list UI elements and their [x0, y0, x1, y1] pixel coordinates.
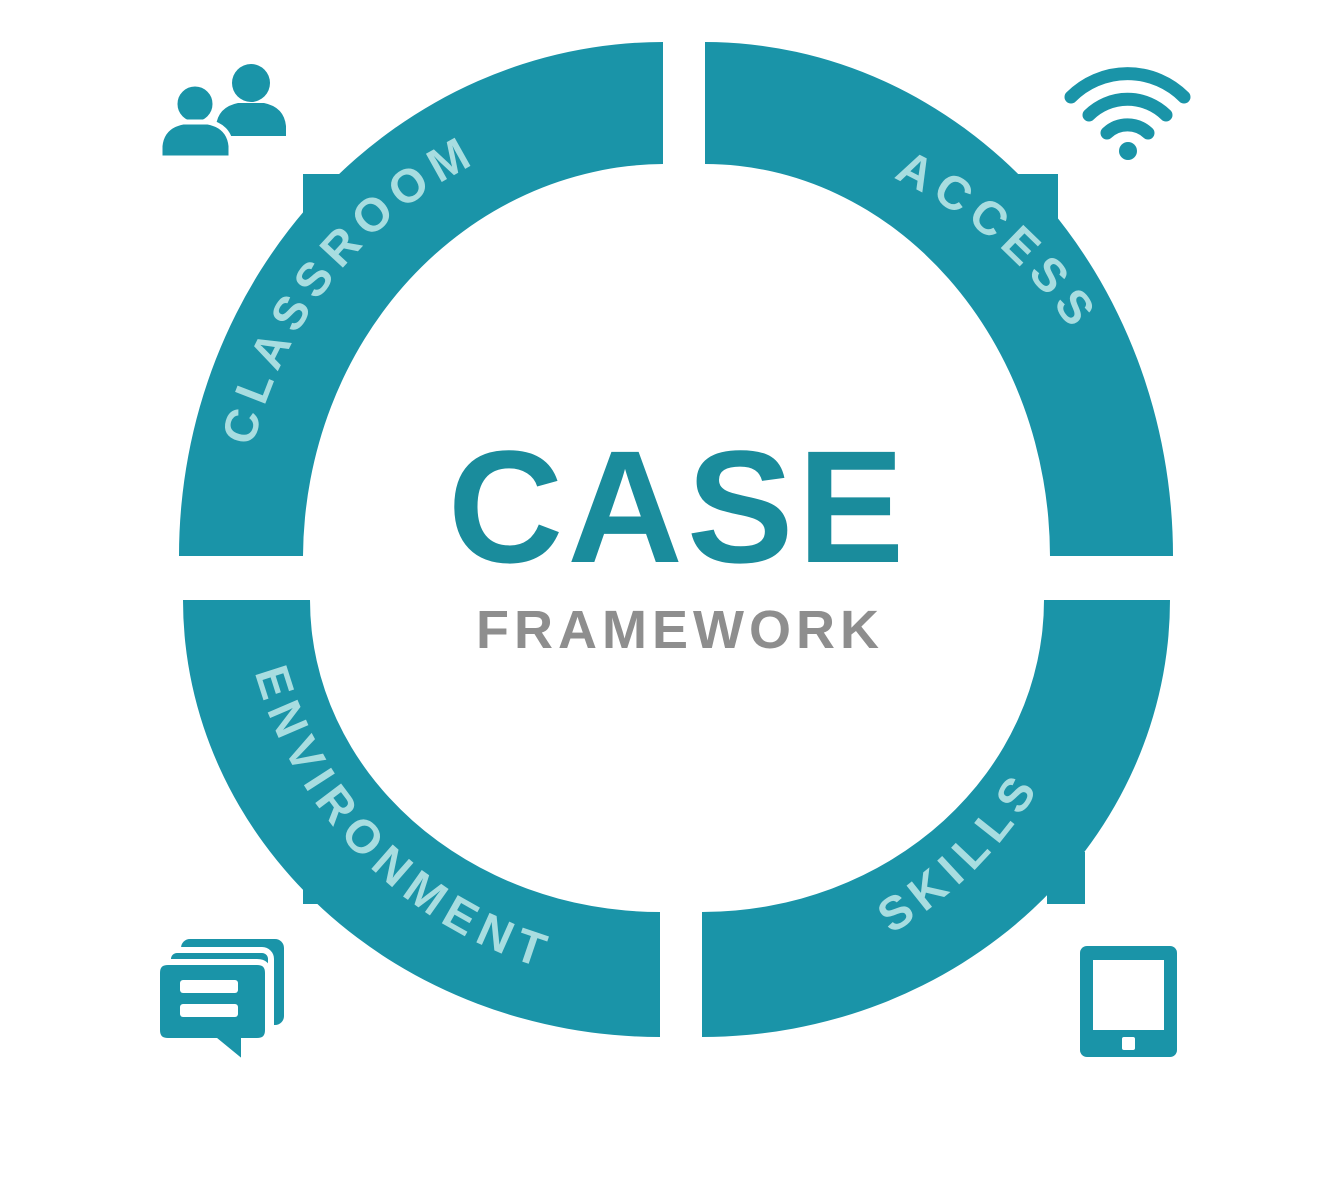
segment-skills-tab: [1047, 852, 1085, 904]
segment-skills[interactable]: [702, 600, 1170, 1037]
segment-environment-tab: [303, 852, 341, 904]
chat-bubbles-icon: [154, 939, 284, 1071]
wifi-dot-icon: [1119, 142, 1137, 160]
segment-classroom-tab: [303, 174, 343, 232]
segment-access-tab: [1018, 174, 1058, 232]
segment-access[interactable]: [705, 42, 1173, 556]
diagram-title: CASE: [448, 417, 909, 596]
segment-environment[interactable]: [183, 600, 660, 1037]
wifi-icon: [1064, 67, 1191, 140]
tablet-icon: [1080, 946, 1177, 1057]
segment-classroom[interactable]: [179, 42, 663, 556]
people-icon: [157, 64, 286, 161]
diagram-subtitle: FRAMEWORK: [476, 600, 884, 660]
